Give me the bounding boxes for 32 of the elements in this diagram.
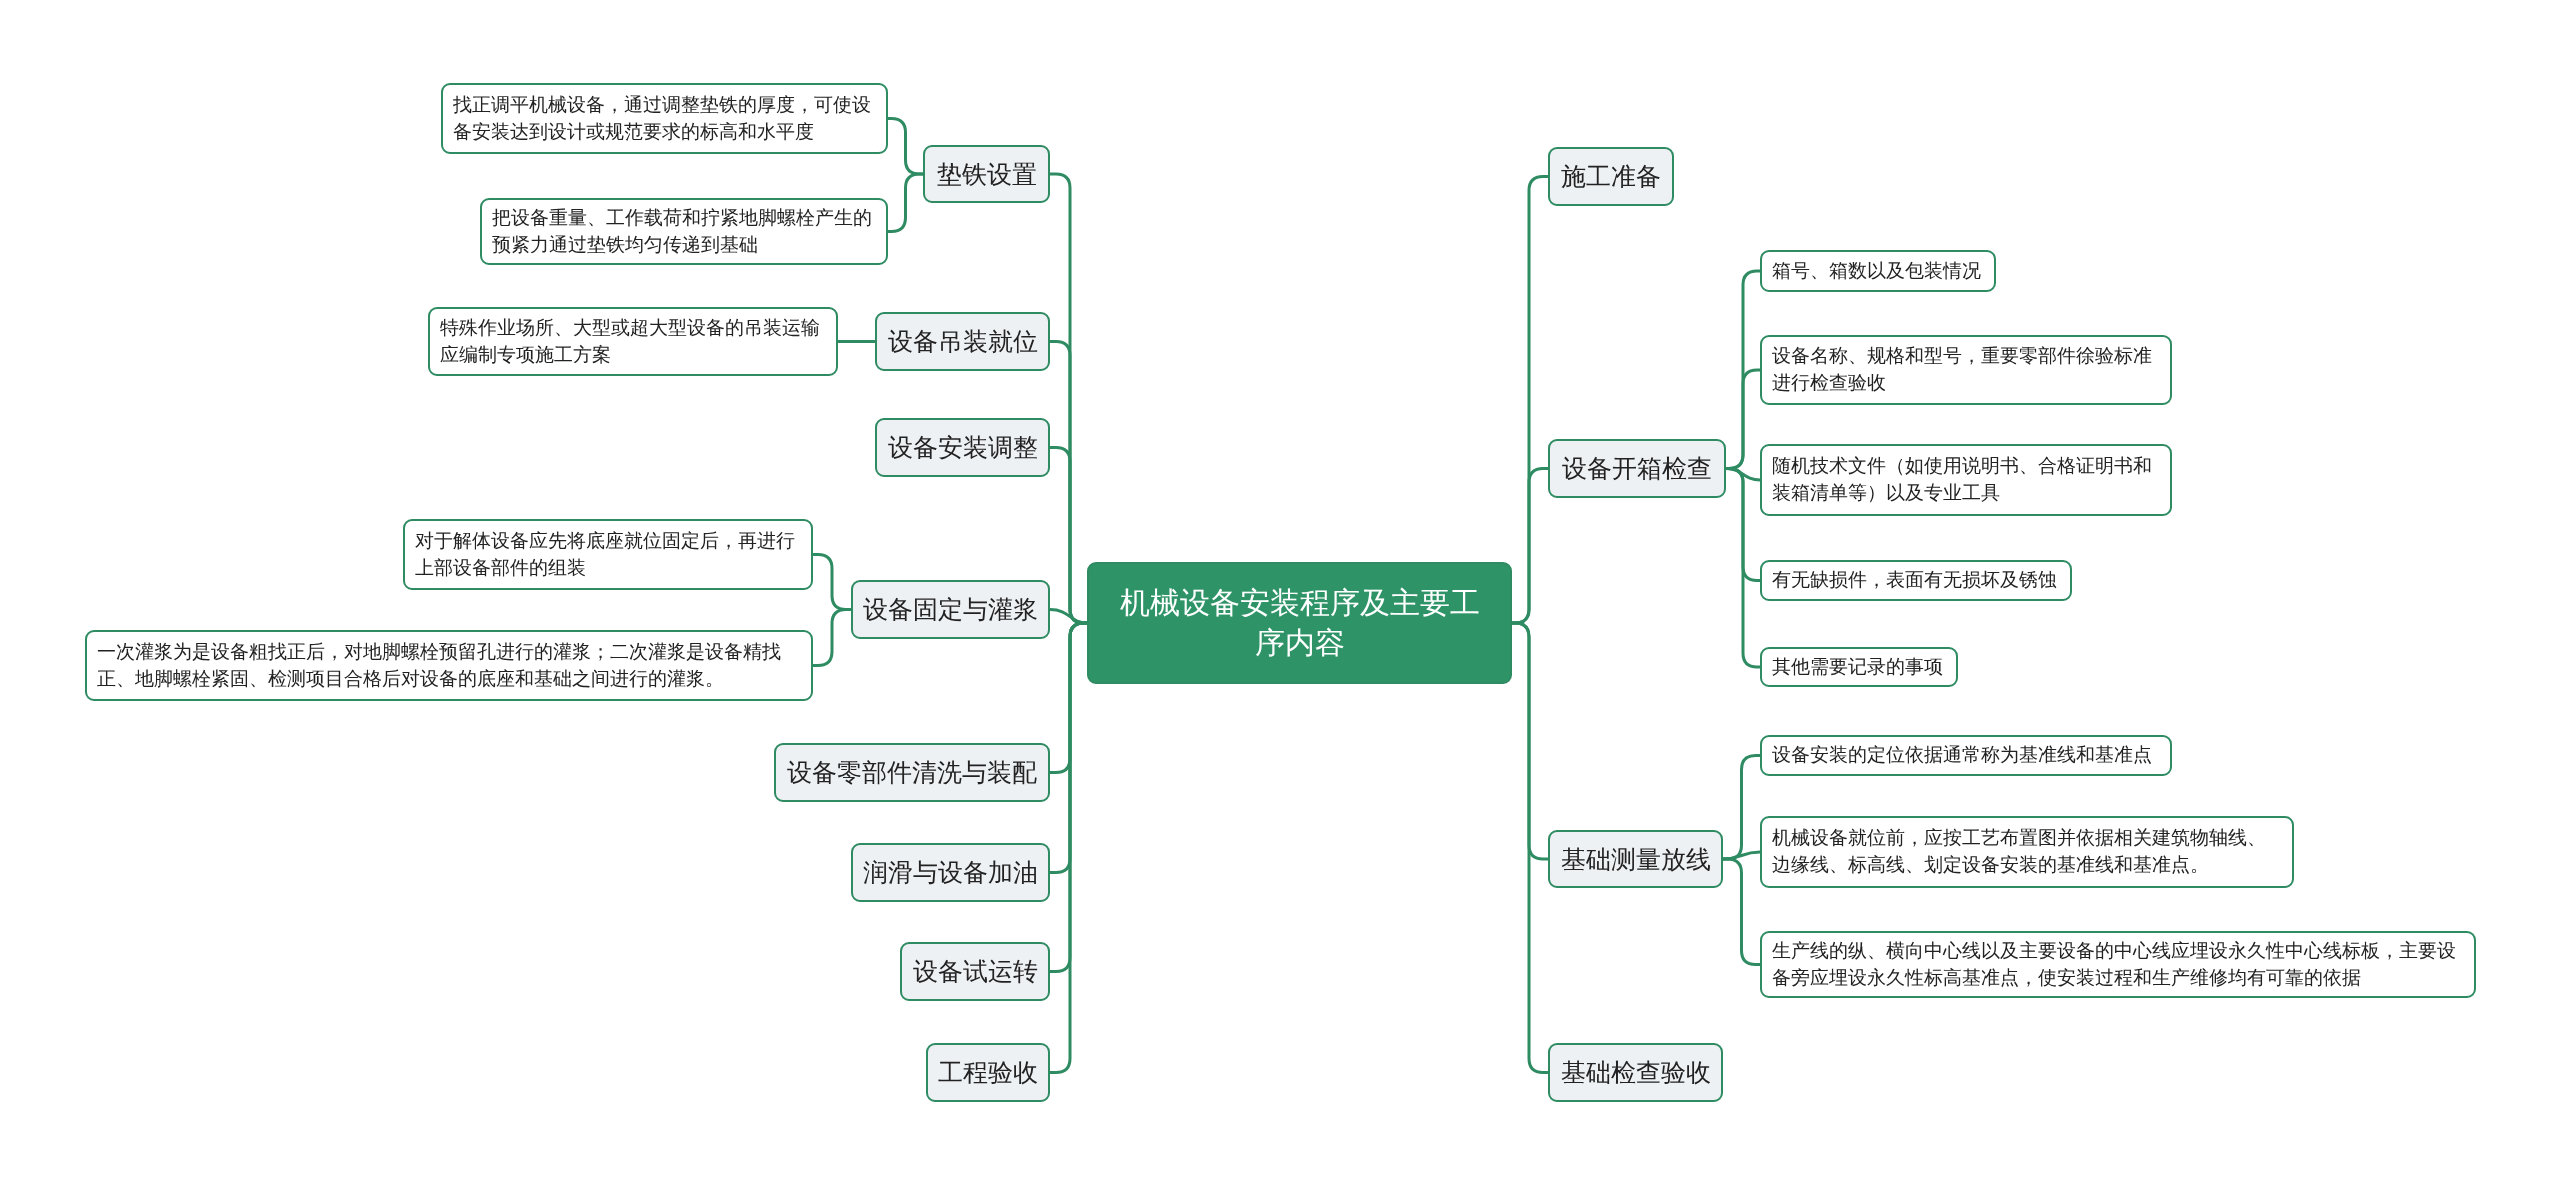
subtopic-box: 其他需要记录的事项: [1760, 647, 1958, 687]
topic-box: 设备吊装就位: [875, 312, 1050, 371]
topic-box: 润滑与设备加油: [851, 843, 1050, 902]
subtopic-box: 找正调平机械设备，通过调整垫铁的厚度，可使设备安装达到设计或规范要求的标高和水平度: [441, 83, 888, 154]
topic-box: 工程验收: [926, 1043, 1050, 1102]
central-topic-box: 机械设备安装程序及主要工序内容: [1087, 562, 1512, 684]
subtopic-box: 对于解体设备应先将底座就位固定后，再进行上部设备部件的组装: [403, 519, 813, 590]
connector-line: [838, 340, 875, 343]
subtopic-box: 机械设备就位前，应按工艺布置图并依据相关建筑物轴线、边缘线、标高线、划定设备安装的基准线和基准点。: [1760, 816, 2294, 888]
topic-box: 基础检查验收: [1548, 1043, 1723, 1102]
connector-line: [888, 172, 923, 233]
subtopic-box: 生产线的纵、横向中心线以及主要设备的中心线应埋设永久性中心线标板，主要设备旁应埋设永久性标高基准点，使安装过程和生产维修均有可靠的依据: [1760, 931, 2476, 998]
subtopic-box: 设备安装的定位依据通常称为基准线和基准点: [1760, 735, 2172, 776]
subtopic-box: 把设备重量、工作载荷和拧紧地脚螺栓产生的预紧力通过垫铁均匀传递到基础: [480, 198, 888, 265]
topic-box: 设备固定与灌浆: [851, 580, 1050, 639]
connector-line: [1511, 621, 1548, 1074]
subtopic-box: 有无缺损件，表面有无损坏及锈蚀: [1760, 560, 2072, 601]
subtopic-box: 设备名称、规格和型号，重要零部件徐验标准进行检查验收: [1760, 335, 2172, 405]
subtopic-box: 特殊作业场所、大型或超大型设备的吊装运输应编制专项施工方案: [428, 307, 838, 376]
topic-box: 设备试运转: [900, 942, 1050, 1001]
connector-line: [1512, 467, 1548, 625]
topic-box: 施工准备: [1548, 147, 1674, 206]
connector-line: [1722, 850, 1761, 861]
topic-box: 设备开箱检查: [1548, 439, 1726, 498]
topic-box: 设备零部件清洗与装配: [774, 743, 1050, 802]
subtopic-box: 一次灌浆为是设备粗找正后，对地脚螺栓预留孔进行的灌浆；二次灌浆是设备精找正、地脚螺栓紧固、检测项目合格后对设备的底座和基础之间进行的灌浆。: [85, 630, 813, 701]
topic-box: 设备安装调整: [875, 418, 1050, 477]
topic-box: 垫铁设置: [923, 145, 1050, 203]
subtopic-box: 箱号、箱数以及包装情况: [1760, 250, 1996, 292]
connector-line: [1049, 608, 1088, 625]
subtopic-box: 随机技术文件（如使用说明书、合格证明书和装箱清单等）以及专业工具: [1760, 444, 2172, 516]
topic-box: 基础测量放线: [1548, 830, 1723, 888]
